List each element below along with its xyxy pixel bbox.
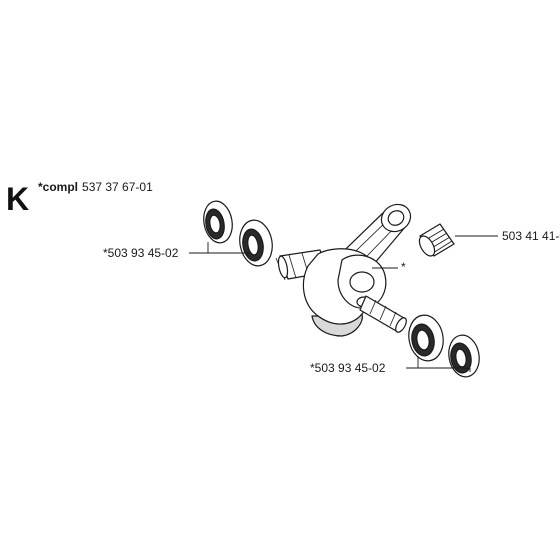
upper-bearing-inner xyxy=(239,219,273,267)
upper-bearing-outer xyxy=(203,200,233,244)
section-prefix: *compl xyxy=(38,180,78,194)
section-title: *compl 537 37 67-01 xyxy=(38,180,153,194)
lower-shaft xyxy=(359,295,407,333)
crankshaft-assembly-drawing xyxy=(203,200,480,378)
assembly-number: 537 37 67-01 xyxy=(82,180,153,194)
leader-lines xyxy=(189,235,498,372)
label-bearing-lower: *503 93 45-02 xyxy=(310,361,386,375)
crank-web xyxy=(302,248,387,337)
label-bearing-upper: *503 93 45-02 xyxy=(103,246,179,260)
needle-bearing xyxy=(418,223,455,257)
lower-bearing-outer xyxy=(448,334,480,378)
label-needle-bearing: 503 41 41-01* xyxy=(502,229,560,243)
section-letter: K xyxy=(6,181,29,217)
lower-bearing-inner xyxy=(408,314,444,362)
label-crankshaft-marker: * xyxy=(401,260,406,274)
